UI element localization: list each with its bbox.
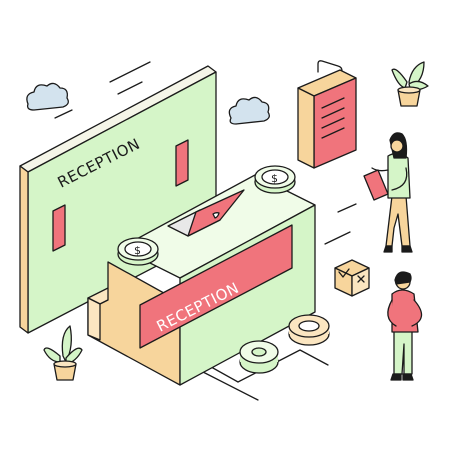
wall-tab-left: [52, 204, 66, 252]
cloud-icon-right: [228, 96, 270, 125]
coin-icon-left: $: [117, 237, 159, 266]
tape-roll-icon-upper: [288, 314, 330, 346]
plant-icon-top-right: [391, 61, 429, 107]
coin-symbol-right: $: [271, 172, 278, 185]
reception-desk: RECEPTION: [87, 174, 316, 386]
person-icon-woman: [363, 132, 413, 253]
luggage-icon: [297, 60, 357, 169]
package-icon: [334, 259, 370, 297]
tape-roll-icon-lower: [239, 340, 279, 374]
person-icon-man: [387, 271, 423, 381]
desk-banner: [139, 224, 293, 349]
reception-wall-sign: RECEPTION: [19, 65, 217, 334]
cloud-icon-left: [26, 82, 69, 111]
plant-icon-bottom-left: [43, 325, 83, 381]
coin-icon-right: $: [254, 165, 296, 194]
laptop-icon: [167, 189, 245, 237]
wall-tab-right: [175, 139, 189, 187]
coin-symbol-left: $: [134, 244, 141, 257]
